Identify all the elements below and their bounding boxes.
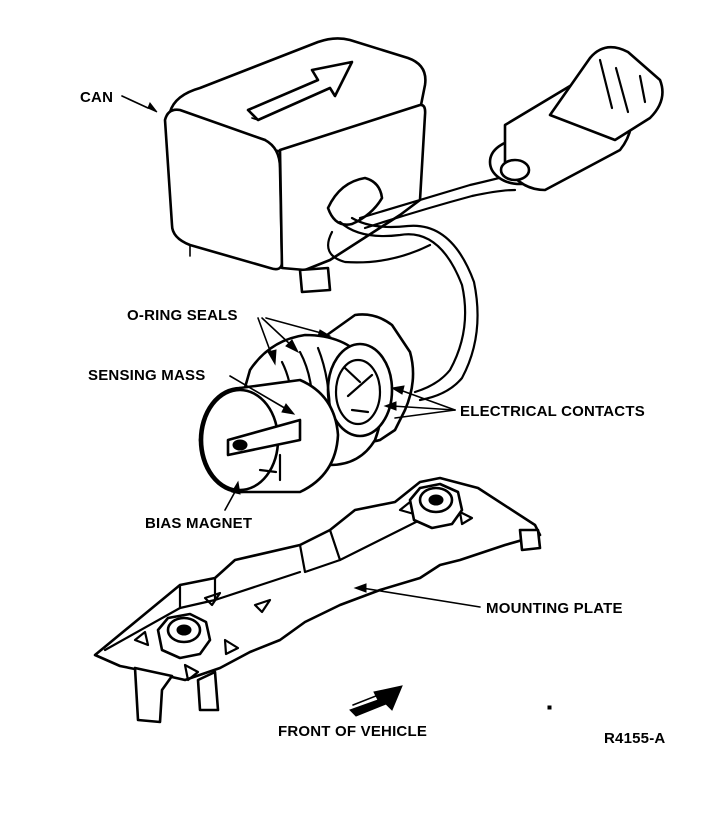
label-can: CAN xyxy=(80,89,113,106)
diagram-labels: CAN O-RING SEALS SENSING MASS ELECTRICAL… xyxy=(80,89,665,747)
front-of-vehicle-arrow xyxy=(349,685,552,717)
sensor-body xyxy=(198,313,415,494)
label-bias-magnet: BIAS MAGNET xyxy=(145,515,252,532)
can-cover xyxy=(163,37,427,294)
mounting-nut-rear xyxy=(408,482,464,530)
label-o-ring-seals: O-RING SEALS xyxy=(127,307,238,324)
figure-code: R4155-A xyxy=(604,730,665,747)
wire-harness-connector xyxy=(327,45,664,402)
mounting-nut-front xyxy=(156,612,212,660)
label-front-of-vehicle: FRONT OF VEHICLE xyxy=(278,723,427,740)
label-electrical-contacts: ELECTRICAL CONTACTS xyxy=(460,403,645,420)
label-sensing-mass: SENSING MASS xyxy=(88,367,205,384)
mounting-plate xyxy=(93,476,542,724)
leader-lines xyxy=(121,95,481,608)
label-mounting-plate: MOUNTING PLATE xyxy=(486,600,623,617)
